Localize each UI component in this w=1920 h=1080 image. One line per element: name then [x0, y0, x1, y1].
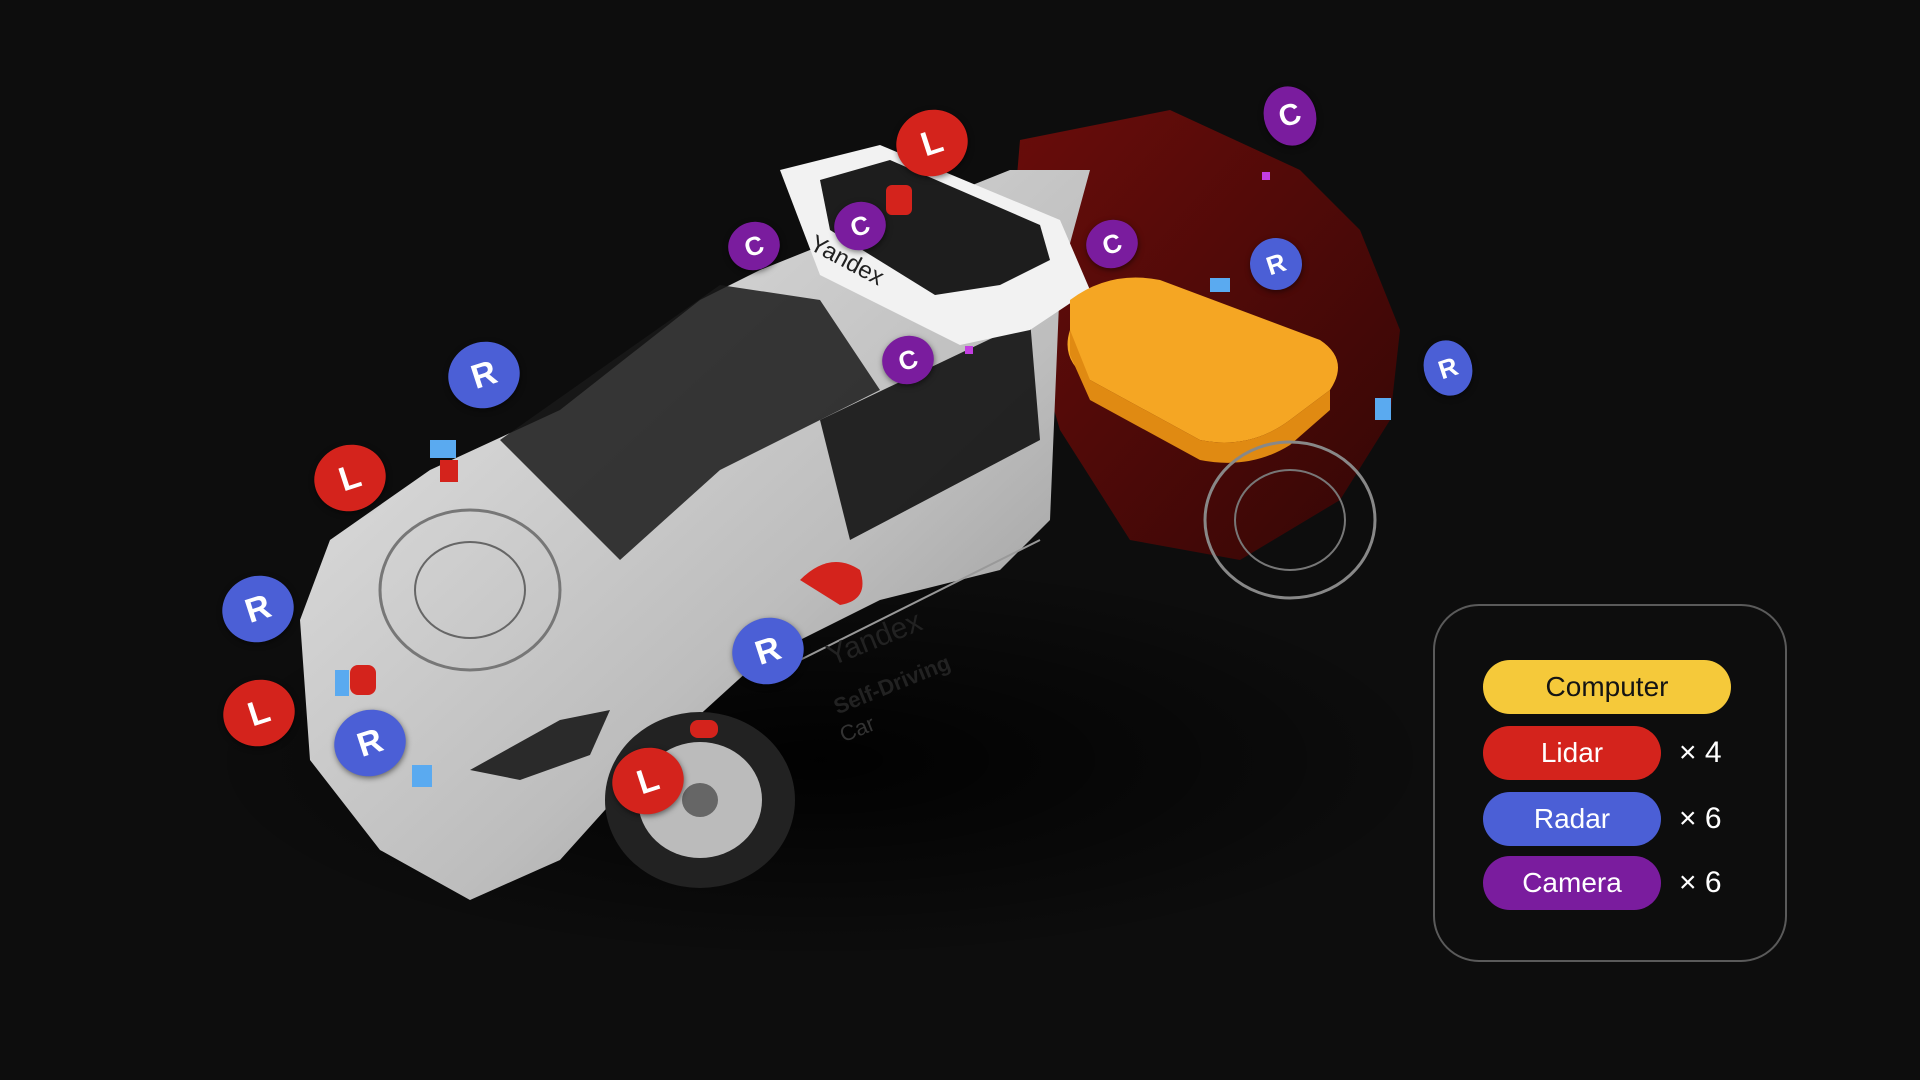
lidar-unit: [440, 460, 458, 482]
rear-wheel: [1203, 440, 1377, 600]
radar-unit: [430, 440, 456, 458]
lidar-unit: [350, 665, 376, 695]
legend-camera-pill: Camera: [1483, 856, 1661, 910]
radar-unit: [1375, 398, 1391, 420]
windshield: [500, 285, 880, 560]
legend-row-computer: Computer: [1483, 660, 1731, 714]
legend: Computer Lidar × 4 Radar × 6 Camera × 6: [1433, 604, 1787, 962]
legend-computer-pill: Computer: [1483, 660, 1731, 714]
legend-row-lidar: Lidar × 4: [1483, 726, 1722, 780]
legend-row-camera: Camera × 6: [1483, 856, 1722, 910]
roof-pod-top: [820, 160, 1050, 295]
camera-unit: [965, 346, 973, 354]
lidar-unit: [690, 720, 718, 738]
radar-unit: [335, 670, 349, 696]
radar-unit: [412, 765, 432, 787]
hood-rim: [414, 541, 526, 639]
side-mirror: [800, 562, 863, 605]
legend-radar-count: × 6: [1679, 802, 1722, 835]
legend-lidar-pill: Lidar: [1483, 726, 1661, 780]
front-hub: [682, 783, 718, 817]
side-window: [820, 320, 1040, 540]
door-line: [799, 539, 1041, 661]
legend-radar-pill: Radar: [1483, 792, 1661, 846]
camera-unit: [1262, 172, 1270, 180]
computer-block: [1067, 277, 1338, 443]
legend-camera-count: × 6: [1679, 866, 1722, 899]
rear-rim: [1234, 469, 1346, 571]
headlight: [470, 710, 610, 780]
legend-lidar-count: × 4: [1679, 736, 1722, 769]
lidar-unit: [886, 185, 912, 215]
legend-row-radar: Radar × 6: [1483, 792, 1722, 846]
hood-wheel: [378, 508, 562, 672]
radar-unit: [1210, 278, 1230, 292]
